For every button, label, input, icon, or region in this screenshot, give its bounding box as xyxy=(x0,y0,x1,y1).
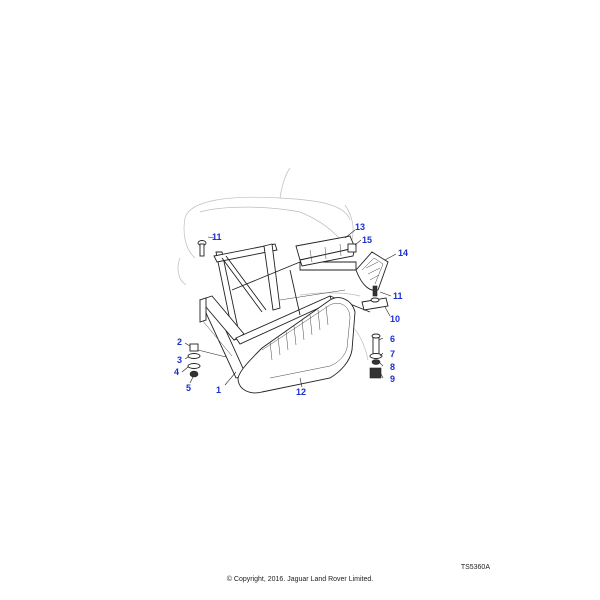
callout-14: 14 xyxy=(398,248,408,258)
callout-7: 7 xyxy=(390,349,395,359)
leader-lines xyxy=(181,229,397,388)
callout-1: 1 xyxy=(216,385,221,395)
callout-4: 4 xyxy=(174,367,179,377)
callout-12: 12 xyxy=(296,387,306,397)
screw-11-left xyxy=(197,240,207,257)
bracket-13 xyxy=(295,235,356,267)
callouts: 1 2 3 4 5 6 7 8 9 10 11 11 12 13 15 14 xyxy=(174,222,408,397)
callout-2: 2 xyxy=(177,337,182,347)
callout-11-right: 11 xyxy=(393,291,403,301)
callout-6: 6 xyxy=(390,334,395,344)
callout-10: 10 xyxy=(390,314,400,324)
callout-15: 15 xyxy=(362,235,372,245)
copyright-notice: © Copyright, 2016. Jaguar Land Rover Lim… xyxy=(226,576,374,583)
callout-9: 9 xyxy=(390,374,395,384)
callout-3: 3 xyxy=(177,355,182,365)
trim-panel xyxy=(237,297,356,394)
drawing-reference: TS5360A xyxy=(460,564,490,571)
trim-ribbing xyxy=(269,305,329,361)
callout-13: 13 xyxy=(355,222,365,232)
handle-14 xyxy=(355,251,389,291)
fastener-stack-left xyxy=(187,343,227,378)
seat-outline xyxy=(177,167,369,361)
fastener-stack-right xyxy=(369,333,383,379)
bracket-10 xyxy=(361,285,389,311)
callout-11-left: 11 xyxy=(212,232,222,242)
clip-15 xyxy=(347,243,357,253)
callout-5: 5 xyxy=(186,383,191,393)
callout-8: 8 xyxy=(390,362,395,372)
